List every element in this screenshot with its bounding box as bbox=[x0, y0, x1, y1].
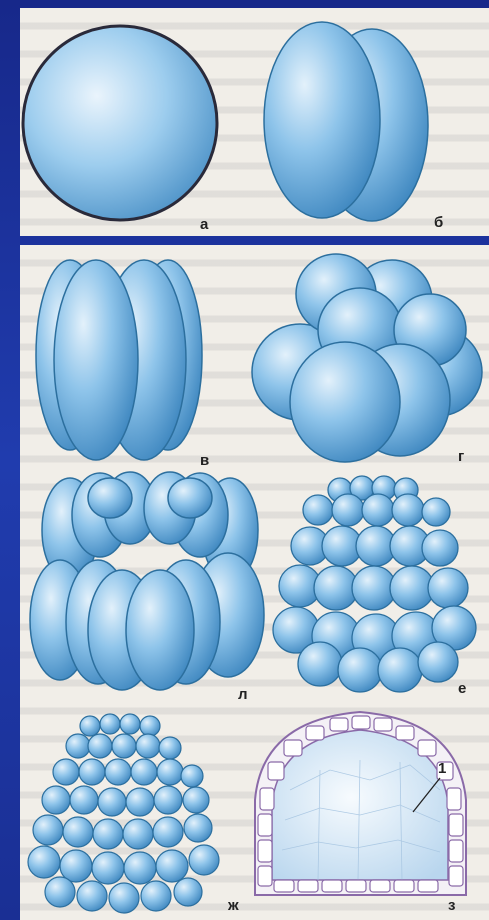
label-stage-b: б bbox=[434, 214, 443, 231]
stage-e-thirty-two-cells bbox=[273, 476, 476, 692]
label-stage-v: в bbox=[200, 452, 209, 469]
label-stage-z: з bbox=[448, 897, 455, 914]
label-stage-l: л bbox=[238, 686, 248, 703]
label-callout-1: 1 bbox=[438, 760, 446, 777]
stage-a-zygote bbox=[23, 26, 217, 220]
label-stage-zh: ж bbox=[228, 897, 239, 914]
stage-l-sixteen-cells bbox=[30, 472, 264, 690]
stage-zh-morula bbox=[28, 714, 219, 913]
label-stage-e: е bbox=[458, 680, 466, 697]
stage-v-four-cells bbox=[36, 260, 202, 460]
stage-g-eight-cells bbox=[252, 254, 482, 462]
label-stage-g: г bbox=[458, 448, 464, 465]
label-stage-a: а bbox=[200, 216, 208, 233]
stage-z-blastula bbox=[255, 712, 466, 895]
stage-b-two-cells bbox=[264, 22, 428, 221]
